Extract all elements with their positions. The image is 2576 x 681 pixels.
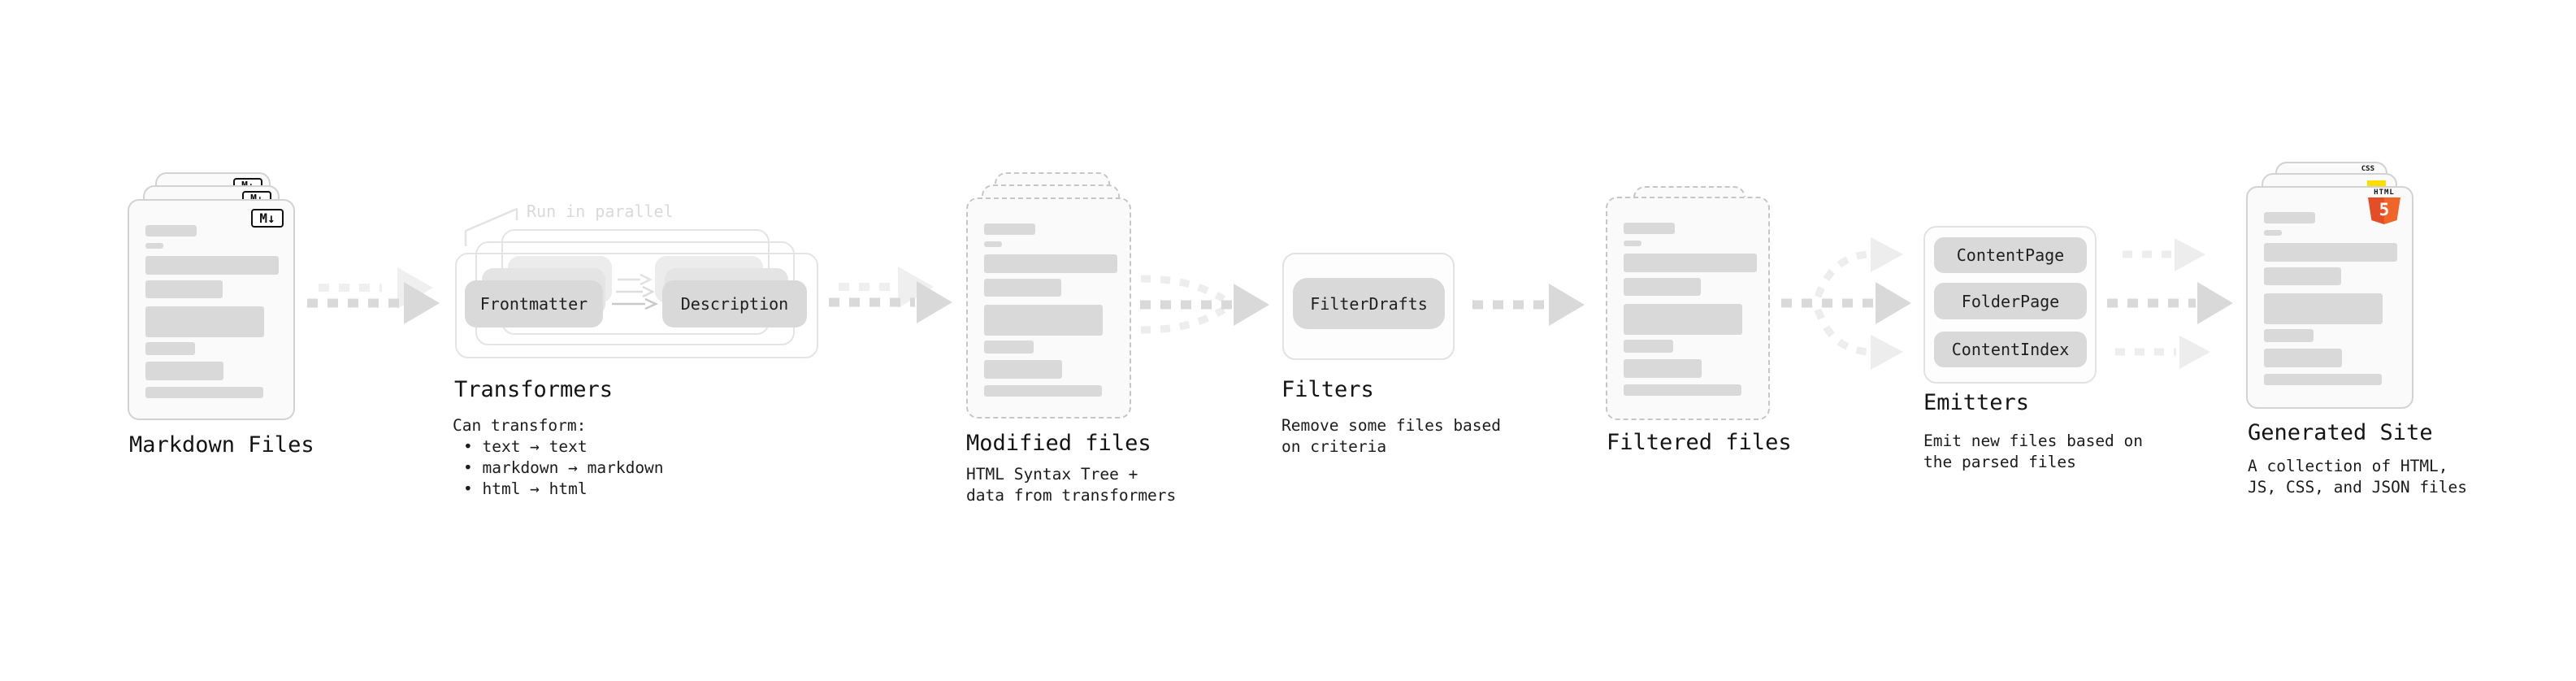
arrow-filtered-to-emitters xyxy=(1781,237,1911,370)
arrow-emitters-to-site xyxy=(2107,238,2233,369)
arrow-markdown-to-transformers xyxy=(307,267,440,324)
arrow-frontmatter-to-description xyxy=(612,273,658,310)
arrow-transformers-to-modified xyxy=(829,267,952,323)
arrow-filters-to-filtered xyxy=(1472,284,1585,326)
run-in-parallel-leader-line xyxy=(464,207,518,246)
arrow-modified-to-filters xyxy=(1140,275,1269,334)
